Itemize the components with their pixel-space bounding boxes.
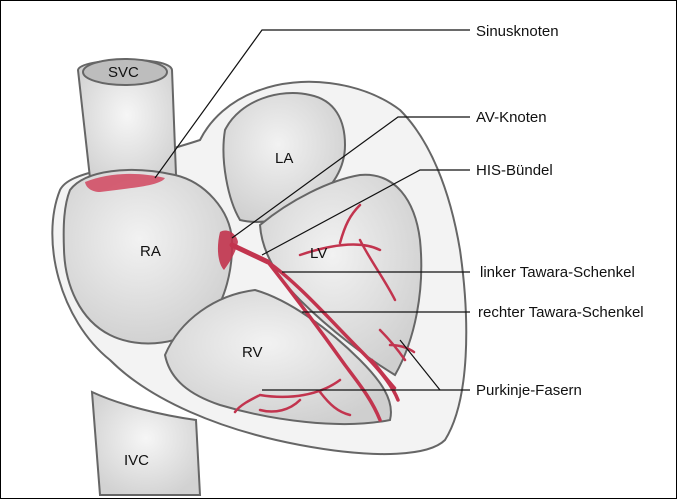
chamber-label-ra: RA xyxy=(140,243,161,260)
label-purkinje-fasern: Purkinje-Fasern xyxy=(476,382,582,399)
chamber-label-rv: RV xyxy=(242,344,263,361)
label-linker-tawara-schenkel: linker Tawara-Schenkel xyxy=(480,264,635,281)
label-his-buendel: HIS-Bündel xyxy=(476,162,553,179)
chamber-label-lv: LV xyxy=(310,245,327,262)
chamber-label-svc: SVC xyxy=(108,64,139,81)
label-sinusknoten: Sinusknoten xyxy=(476,23,559,40)
label-rechter-tawara-schenkel: rechter Tawara-Schenkel xyxy=(478,304,644,321)
chamber-label-la: LA xyxy=(275,150,293,167)
chamber-label-ivc: IVC xyxy=(124,452,149,469)
label-av-knoten: AV-Knoten xyxy=(476,109,547,126)
